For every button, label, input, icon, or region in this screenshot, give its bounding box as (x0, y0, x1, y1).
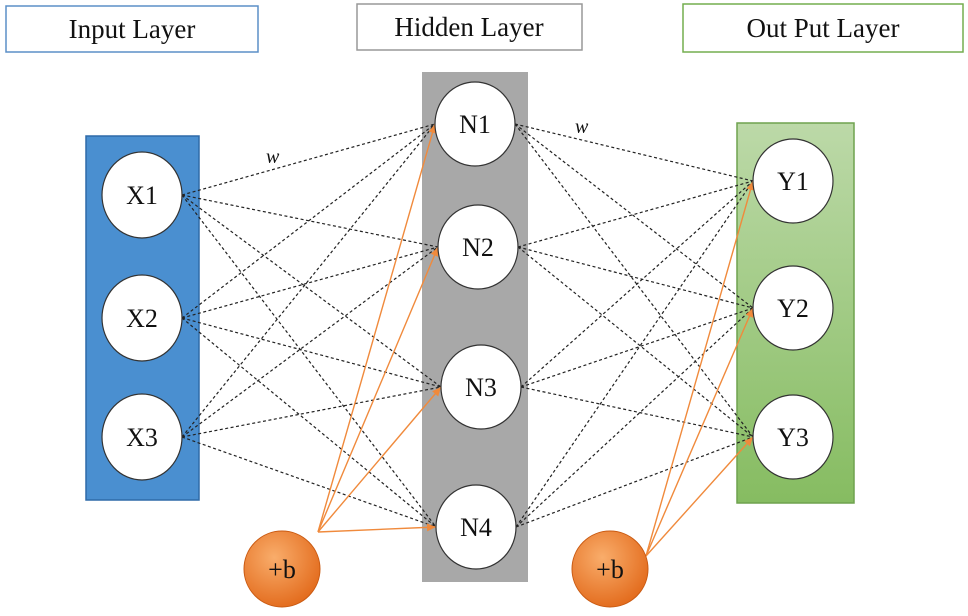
hidden-node-label: N1 (459, 110, 491, 139)
bias-edge-output (645, 436, 754, 557)
weight-edge-input-hidden (181, 194, 442, 388)
bias-edge-output (645, 307, 754, 557)
output-node-y3: Y3 (752, 394, 834, 480)
weight-edge-hidden-output (515, 180, 754, 528)
weight-edge-hidden-output (520, 307, 754, 388)
weight-edge-input-hidden (181, 317, 437, 528)
weight-edge-input-hidden (181, 123, 436, 438)
weight-label-hidden-output: w (575, 116, 589, 138)
hidden-bias-label: +b (268, 555, 296, 584)
output-node-y2: Y2 (752, 265, 834, 351)
hidden-bias-node: +b (243, 530, 321, 608)
output-node-y1: Y1 (752, 138, 834, 224)
weight-edge-input-hidden (181, 317, 442, 388)
bias-edge-output-arrowhead (744, 437, 753, 447)
weight-edge-hidden-output (520, 386, 754, 438)
hidden-node-label: N4 (460, 513, 492, 542)
hidden-layer-title-text: Hidden Layer (394, 12, 543, 42)
input-node-x2: X2 (101, 274, 183, 362)
input-node-x3: X3 (101, 393, 183, 481)
weight-label-input-hidden: w (266, 146, 280, 168)
bias-edge-hidden-arrowhead (432, 387, 441, 397)
bias-edge-hidden (317, 386, 442, 533)
output-bias-label: +b (596, 555, 624, 584)
hidden-node-n4: N4 (435, 484, 517, 570)
hidden-layer-title: Hidden Layer (356, 3, 583, 51)
bias-connections (317, 123, 755, 557)
weight-edge-input-hidden (181, 436, 437, 528)
weight-edge-hidden-output (514, 123, 754, 309)
output-node-label: Y3 (777, 423, 809, 452)
bias-edge-hidden-arrowhead (428, 124, 437, 134)
weight-edge-hidden-output (517, 246, 754, 309)
output-bias-node: +b (571, 530, 649, 608)
weight-edge-hidden-output (514, 123, 754, 182)
hidden-node-label: N3 (465, 373, 497, 402)
bias-edge-output-arrowhead (746, 181, 755, 191)
weight-connections (181, 123, 754, 528)
weight-edge-input-hidden (181, 194, 437, 528)
weight-edge-hidden-output (517, 180, 754, 248)
bias-edge-hidden-arrowhead (430, 247, 439, 257)
weight-edge-input-hidden (181, 123, 436, 319)
bias-edge-hidden (317, 123, 436, 533)
input-node-label: X2 (126, 304, 158, 333)
output-node-label: Y2 (777, 294, 809, 323)
bias-edge-hidden (317, 526, 437, 533)
weight-edge-input-hidden (181, 246, 439, 319)
bias-edge-hidden (317, 246, 439, 533)
input-layer-title-text: Input Layer (69, 14, 196, 44)
weight-edge-input-hidden (181, 386, 442, 438)
weight-edge-hidden-output (515, 307, 754, 528)
input-node-label: X3 (126, 423, 158, 452)
input-node-x1: X1 (101, 151, 183, 239)
hidden-node-label: N2 (462, 233, 494, 262)
weight-edge-hidden-output (520, 180, 754, 388)
bias-edge-hidden-arrowhead (426, 523, 436, 532)
hidden-node-n3: N3 (440, 344, 522, 430)
bias-edge-output (645, 180, 754, 557)
output-layer-title: Out Put Layer (682, 3, 964, 53)
input-layer-title: Input Layer (5, 5, 259, 53)
hidden-node-n2: N2 (437, 204, 519, 290)
output-layer-title-text: Out Put Layer (747, 13, 900, 43)
input-node-label: X1 (126, 181, 158, 210)
bias-edge-output-arrowhead (745, 308, 754, 318)
weight-edge-hidden-output (515, 436, 754, 528)
hidden-node-n1: N1 (434, 81, 516, 167)
weight-edge-input-hidden (181, 194, 439, 248)
weight-edge-input-hidden (181, 246, 439, 438)
weight-edge-hidden-output (517, 246, 754, 438)
weight-edge-input-hidden (181, 123, 436, 196)
output-node-label: Y1 (777, 167, 809, 196)
